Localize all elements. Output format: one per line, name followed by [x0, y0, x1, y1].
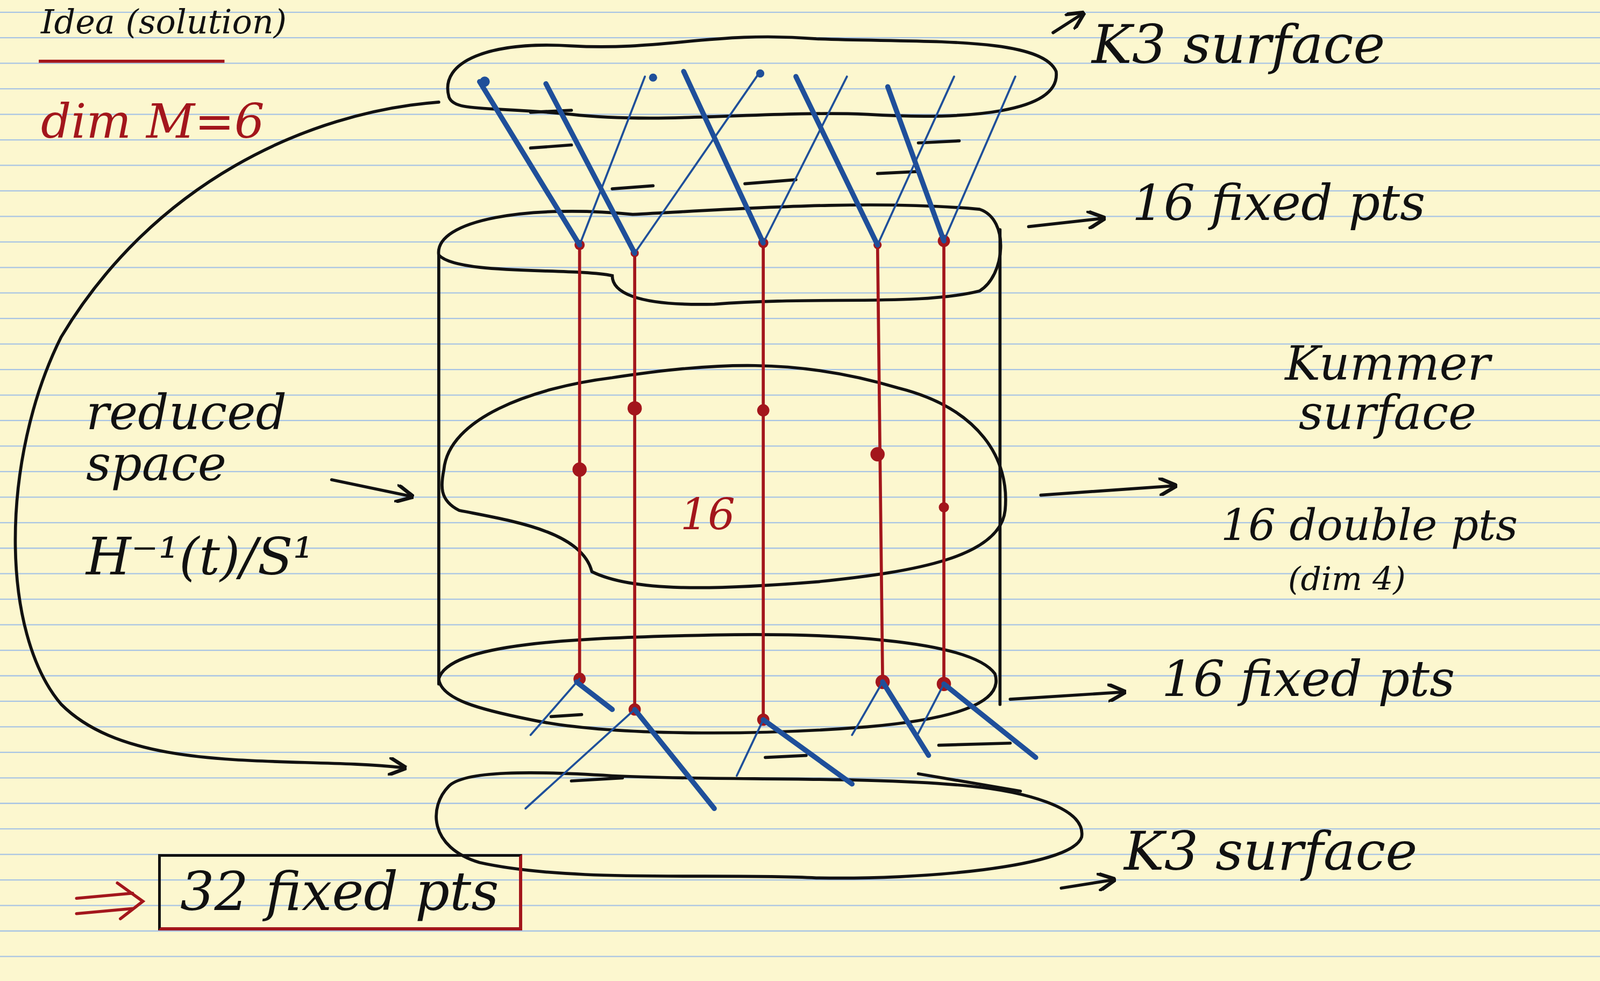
ruled-line [0, 726, 1600, 728]
quotient-formula: H⁻¹(t)/S¹ [86, 529, 314, 585]
title: Idea (solution) [40, 4, 287, 40]
ruled-line [0, 292, 1600, 294]
ruled-line [0, 317, 1600, 319]
fixed-points-label: 16 fixed pts [1161, 653, 1455, 706]
fixed-points-label: 16 fixed pts [1132, 177, 1426, 230]
ruled-line [0, 649, 1600, 651]
result-box: 32 fixed pts [158, 854, 523, 931]
fixed-lines [579, 240, 944, 720]
ruled-line [0, 241, 1600, 243]
surfaces [15, 14, 1173, 889]
ruled-line [0, 598, 1600, 600]
ruled-line [0, 955, 1600, 957]
kummer-label: Kummer surface [1231, 338, 1544, 439]
count-number: 16 [680, 492, 736, 538]
dimension-note: dim M=6 [40, 96, 265, 147]
ruled-line [0, 471, 1600, 473]
ruled-line [0, 623, 1600, 625]
fixed-points [572, 235, 951, 727]
ruled-line [0, 266, 1600, 268]
ruled-lines [0, 12, 1600, 957]
surface-label: K3 surface [1091, 16, 1385, 73]
ruled-line [0, 802, 1600, 805]
blue-fibres [479, 69, 1036, 809]
implies-arrow [76, 883, 143, 919]
ruled-line [0, 496, 1600, 498]
dimension-note: (dim 4) [1288, 562, 1406, 596]
double-points-label: 16 double pts [1220, 502, 1518, 549]
box-text: 32 fixed pts [180, 862, 500, 922]
ruled-line [0, 930, 1600, 932]
surface-label: K3 surface [1124, 822, 1418, 880]
ruled-line [0, 751, 1600, 753]
title-underline [38, 59, 225, 63]
ruled-line [0, 164, 1600, 166]
reduced-space-label: reduced space [86, 387, 323, 489]
ruled-line [0, 445, 1600, 447]
